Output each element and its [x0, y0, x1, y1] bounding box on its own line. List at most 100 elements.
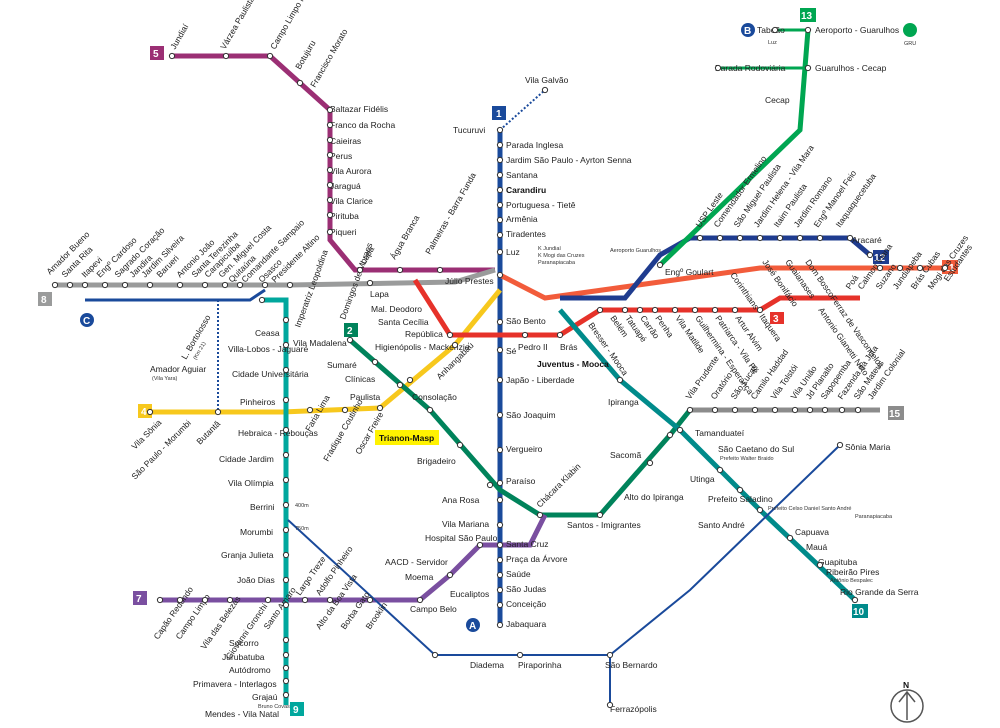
station-guapituba: Guapituba — [818, 557, 857, 567]
station-sacoma: Sacomã — [610, 450, 641, 460]
line-7-labels: Jundiaí Várzea Paulista Campo Limpo Paul… — [168, 0, 478, 266]
station-dot — [496, 411, 504, 419]
compass-arrow-icon — [898, 690, 916, 720]
station-berrini: Berrini — [250, 502, 275, 512]
station-dot — [236, 281, 244, 289]
station-dot — [66, 281, 74, 289]
station-dot — [282, 476, 290, 484]
station-vergueiro: Vergueiro — [506, 444, 543, 454]
station-aacd: AACD - Servidor — [385, 557, 448, 567]
station-dot — [226, 596, 234, 604]
highlight-station: Trianon-Masp — [379, 433, 434, 443]
station-dot — [258, 296, 266, 304]
station-dot — [691, 306, 699, 314]
station-dot — [201, 281, 209, 289]
station-dot — [214, 408, 222, 416]
station-dot — [496, 201, 504, 209]
station-dot — [791, 406, 799, 414]
station-ceasa: Ceasa — [255, 328, 280, 338]
station-dot — [796, 234, 804, 242]
station-vila-aurora: Vila Aurora — [330, 166, 372, 176]
badge-line-13: 13 — [801, 11, 813, 22]
badge-A: A — [469, 621, 476, 632]
badge-line-3: 3 — [773, 314, 779, 325]
station-dot — [496, 318, 504, 326]
compass-letter: N — [903, 680, 909, 690]
station-morumbi: Morumbi — [240, 527, 273, 537]
station-socorro: Socorro — [229, 638, 259, 648]
station-luz: Luz — [506, 247, 520, 257]
station-dot — [426, 406, 434, 414]
station-dot — [496, 141, 504, 149]
station-eng-goulart: Engº Goulart — [665, 267, 714, 277]
station-jaragua: Jaraguá — [330, 181, 361, 191]
station-sonia-maria: Sônia Maria — [845, 442, 891, 452]
station-dot — [282, 576, 290, 584]
station-dot — [556, 331, 564, 339]
station-jundiai: Jundiaí — [168, 22, 191, 51]
station-dot — [282, 316, 290, 324]
station-dot — [341, 406, 349, 414]
badge-line-4: 4 — [141, 407, 147, 418]
station-dots — [51, 26, 949, 709]
line-4-labels: Vila Sônia São Paulo - Morumbi Butantã F… — [129, 304, 475, 481]
station-dot — [496, 571, 504, 579]
station-dot — [156, 596, 164, 604]
station-ribeirao-pires: Ribeirão Pires — [826, 567, 879, 577]
station-rio-grande: Rio Grande da Serra — [840, 587, 919, 597]
station-tiradentes: Tiradentes — [506, 229, 546, 239]
station-dot — [666, 431, 674, 439]
station-dot — [326, 106, 334, 114]
station-varzea: Várzea Paulista — [218, 0, 257, 51]
station-dot — [806, 406, 814, 414]
line-9-path — [262, 297, 289, 705]
line-10-labels: Juventus - Mooca Ipiranga São Caetano do… — [537, 359, 919, 597]
station-dot — [282, 651, 290, 659]
station-maua: Mauá — [806, 542, 828, 552]
badge-line-12: 12 — [874, 253, 886, 264]
station-dot — [496, 496, 504, 504]
station-aracare: Aracaré — [852, 235, 882, 245]
dist-750m: 750m — [295, 526, 309, 532]
badge-line-9: 9 — [293, 705, 299, 716]
station-vila-madalena: Vila Madalena — [293, 338, 347, 348]
station-dot — [282, 526, 290, 534]
station-dot — [476, 541, 484, 549]
station-dot — [431, 651, 439, 659]
station-vila-olimpia: Vila Olímpia — [228, 478, 274, 488]
station-alto-ipiranga: Alto do Ipiranga — [624, 492, 684, 502]
station-dot — [711, 406, 719, 414]
station-taboao: Taboão — [757, 25, 785, 35]
station-eucaliptos: Eucaliptos — [450, 589, 489, 599]
station-dot — [541, 86, 549, 94]
station-japao: Japão - Liberdade — [506, 375, 575, 385]
station-vila-galvao: Vila Galvão — [525, 75, 569, 85]
station-sumare: Sumaré — [327, 360, 357, 370]
station-dot — [521, 331, 529, 339]
station-dot — [621, 306, 629, 314]
station-dot — [756, 306, 764, 314]
station-dot — [101, 281, 109, 289]
badge-line-7: 5 — [153, 49, 159, 60]
station-dot — [786, 534, 794, 542]
station-dot — [396, 266, 404, 274]
station-dot — [176, 596, 184, 604]
station-primavera: Primavera - Interlagos — [193, 679, 277, 689]
station-dot — [656, 261, 664, 269]
station-dot — [736, 234, 744, 242]
station-francisco-morato: Francisco Morato — [308, 27, 350, 89]
station-higienopolis: Higienópolis - Mackenzie — [375, 342, 470, 352]
station-piqueri: Piqueri — [330, 227, 357, 237]
station-dot — [406, 376, 414, 384]
badge-C: C — [83, 316, 90, 327]
station-dot — [282, 691, 290, 699]
station-vila-clarice: Vila Clarice — [330, 196, 373, 206]
station-campo-belo: Campo Belo — [410, 604, 457, 614]
station-dot — [264, 596, 272, 604]
station-dot — [496, 346, 504, 354]
station-dot — [606, 651, 614, 659]
station-dot — [282, 601, 290, 609]
station-hospital-sp: Hospital São Paulo — [425, 533, 498, 543]
airport-badges: A B C GRU — [80, 23, 917, 632]
station-dot — [771, 406, 779, 414]
